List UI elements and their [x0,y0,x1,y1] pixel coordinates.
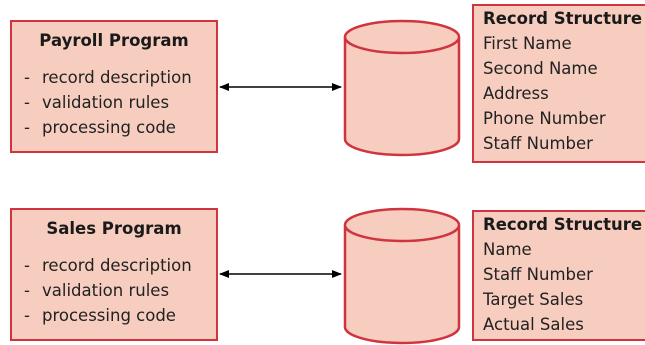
sales-program-items: record description validation rules proc… [24,253,192,328]
list-item: First Name [483,34,572,53]
list-item: Target Sales [483,290,584,309]
list-item: record description [24,253,192,278]
sales-record-title: Record Structure [483,215,643,234]
payroll-database-icon [343,19,461,157]
list-item: validation rules [24,278,192,303]
list-item: Staff Number [483,265,593,284]
list-item: validation rules [24,90,192,115]
sales-record-fields: Name Staff Number Target Sales Actual Sa… [483,237,645,337]
sales-record-structure-box: Record Structure Name Staff Number Targe… [472,210,645,341]
list-item: Name [483,240,532,259]
payroll-record-structure-box: Record Structure First Name Second Name … [472,4,645,163]
list-item: Phone Number [483,109,606,128]
payroll-program-items: record description validation rules proc… [24,65,192,140]
list-item: processing code [24,303,192,328]
sales-database-icon [343,207,461,345]
payroll-record-title: Record Structure [483,9,643,28]
payroll-record-fields: First Name Second Name Address Phone Num… [483,31,645,156]
sales-program-title: Sales Program [46,219,182,238]
list-item: Staff Number [483,134,593,153]
list-item: Actual Sales [483,315,584,334]
list-item: Second Name [483,59,598,78]
list-item: Address [483,84,549,103]
payroll-program-box: Payroll Program record description valid… [10,20,218,153]
payroll-program-title: Payroll Program [39,31,189,50]
list-item: processing code [24,115,192,140]
sales-program-box: Sales Program record description validat… [10,208,218,341]
list-item: record description [24,65,192,90]
